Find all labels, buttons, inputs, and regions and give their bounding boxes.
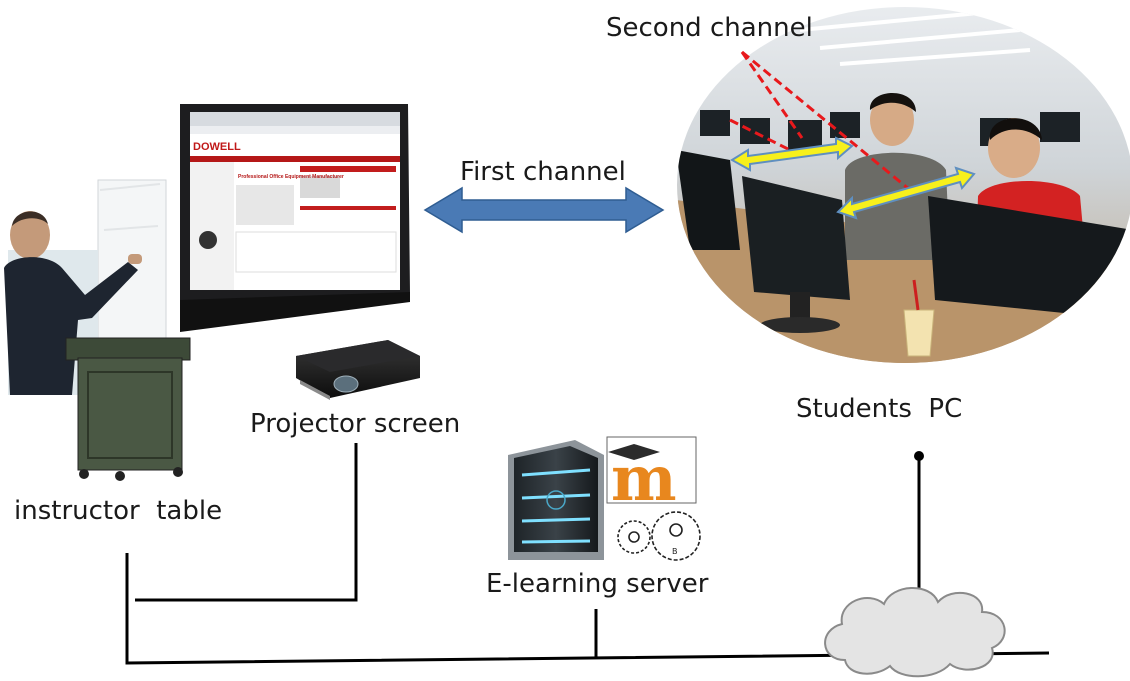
students-link-node [914,451,924,461]
elearning-server-illustration [508,440,604,560]
network-lines [125,443,1050,665]
classroom-photo [677,7,1130,363]
first-channel-label: First channel [460,157,626,187]
instructor-illustration [4,179,191,481]
elearning-server-label: E-learning server [486,569,709,599]
student-exchange-arrows [730,136,976,220]
network-cloud [824,587,1006,678]
gear-mark: B [672,547,678,556]
projector-device-icon [296,340,420,400]
moodle-logo-icon: m [606,436,697,515]
projector-screen-label: Projector screen [250,409,461,439]
first-channel-arrow [423,186,665,234]
screen-headline: Professional Office Equipment Manufactur… [238,174,344,180]
second-channel-dashes [729,50,911,192]
instructor-table-label: instructor table [14,496,223,526]
students-pc-label: Students PC [796,394,963,424]
projector-link-line [135,443,358,602]
second-channel-label: Second channel [606,13,813,43]
moodle-letter: m [611,442,677,515]
gears-icon: B [617,511,701,561]
backbone-line [125,553,1050,665]
screen-brand-logo: DOWELL [193,141,241,153]
projector-screen-illustration: DOWELL Professional Office Equipment Man… [180,104,410,332]
